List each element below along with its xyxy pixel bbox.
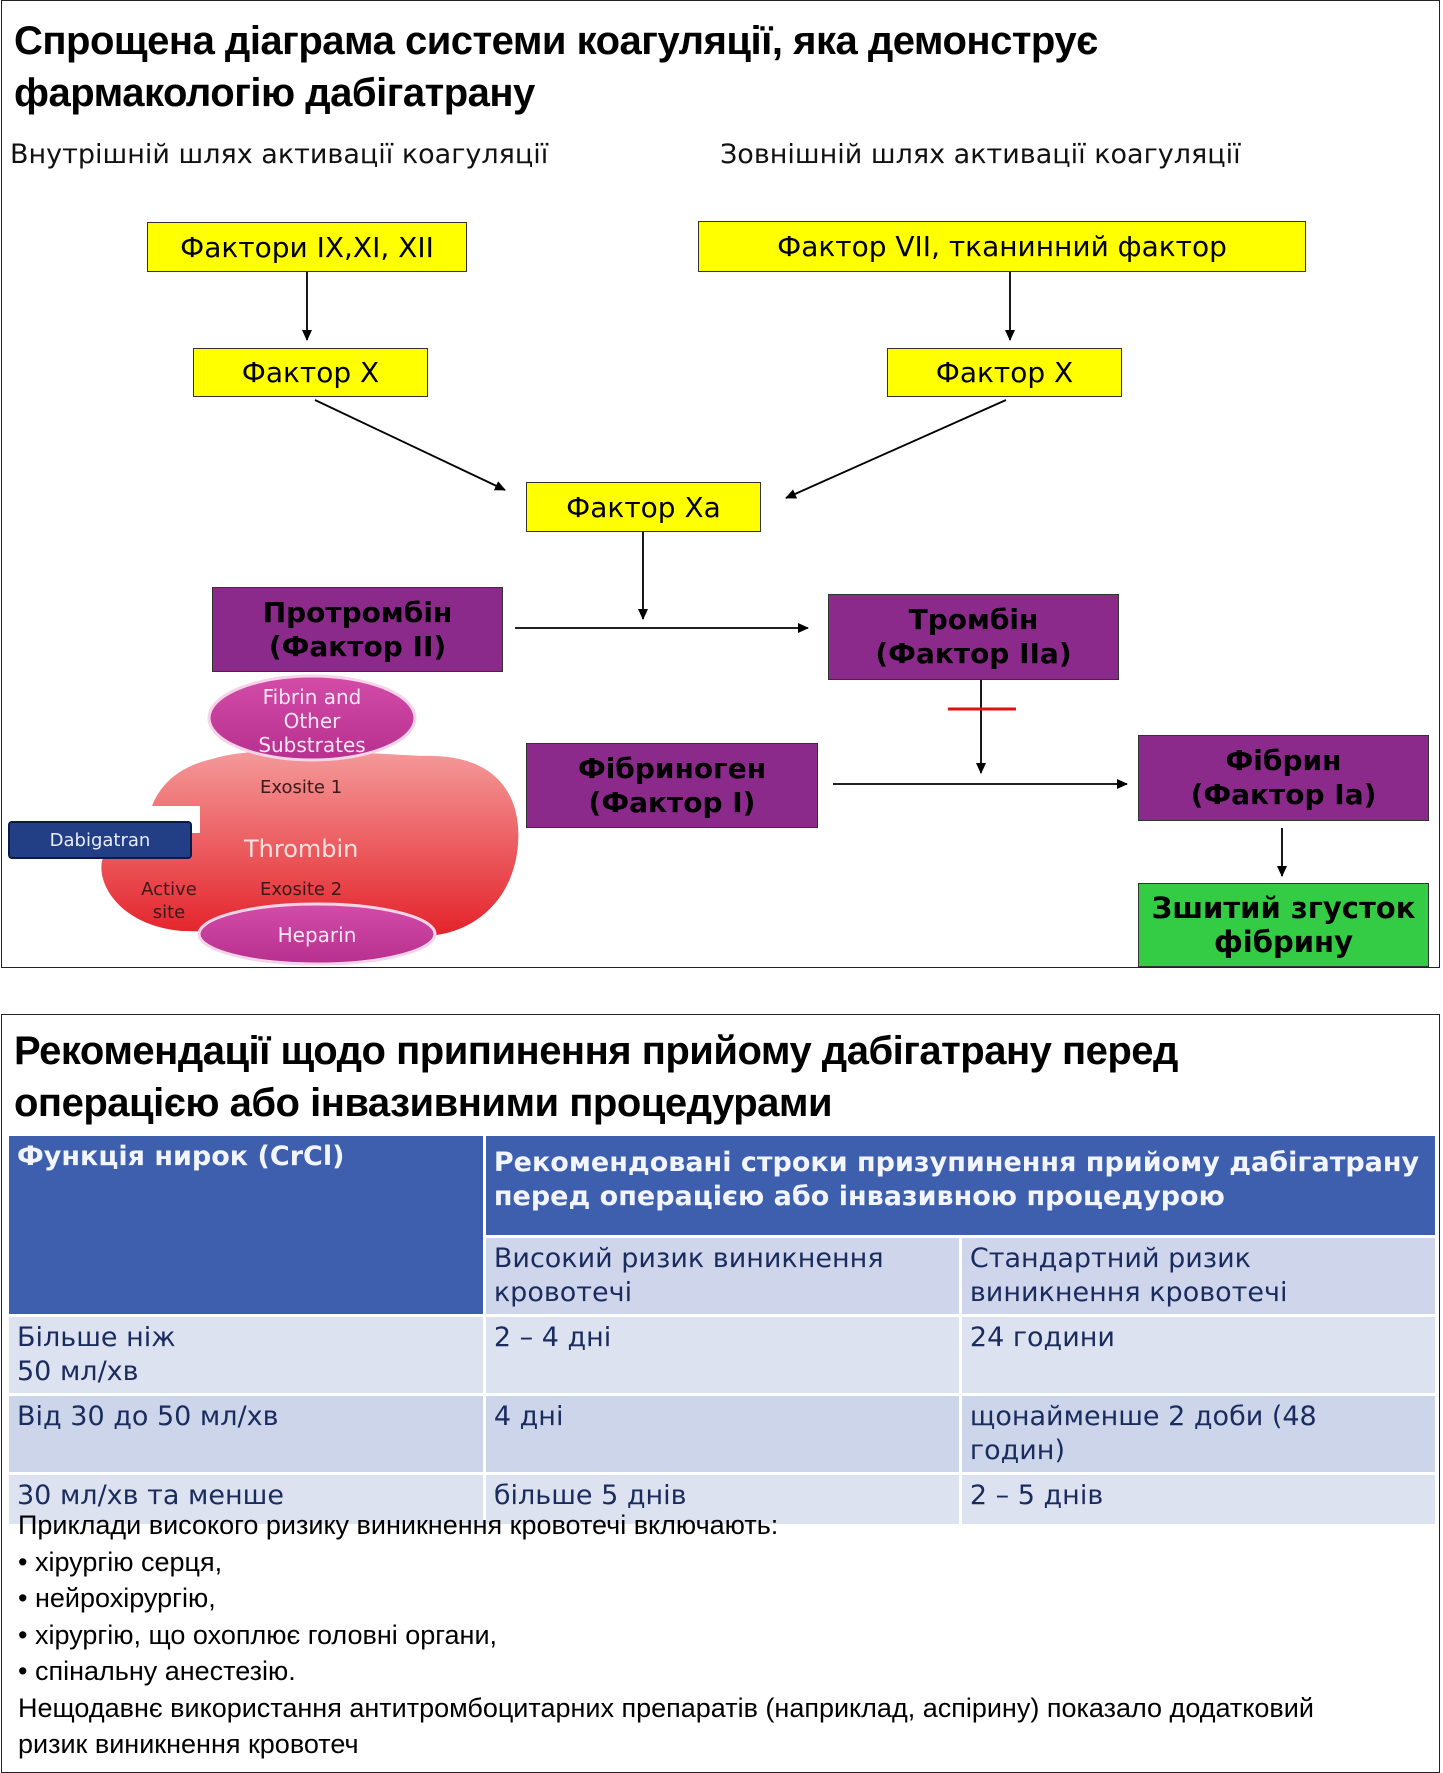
table-row: 30 мл/хв та менше більше 5 днів 2 – 5 дн…: [6, 1472, 1439, 1527]
arrow-x-right-to-xa: [785, 399, 1007, 499]
prothrombin-line1: Протромбін: [262, 595, 453, 629]
diagram-title-line2: фармакологію дабігатрану: [14, 71, 535, 115]
notes-item: • нейрохірургію,: [18, 1583, 216, 1613]
notes-intro: Приклади високого ризику виникнення кров…: [18, 1510, 779, 1540]
standard-risk-cell: 24 години: [958, 1314, 1439, 1396]
factors-9-11-12-box: Фактори IX,XI, XII: [147, 222, 467, 272]
notes-item: • спінальну анестезію.: [18, 1656, 296, 1686]
fibrinogen-line2: (Фактор I): [588, 785, 756, 819]
thrombin-body: [101, 750, 519, 936]
prothrombin-box: Протромбін (Фактор II): [212, 587, 503, 672]
crcl-cell: Від 30 до 50 мл/хв: [6, 1393, 486, 1475]
pathway-arrows: [101, 272, 1287, 966]
thrombin-box: Тромбін (Фактор IIa): [828, 594, 1119, 680]
thrombin-illustration-label: Thrombin: [244, 835, 359, 863]
crosslinked-clot-box: Зшитий згусток фібрину: [1138, 883, 1429, 967]
recommendations-title-line2: операцією або інвазивними процедурами: [14, 1081, 833, 1125]
heparin-site: [197, 902, 437, 966]
exosite1-label: Exosite 1: [260, 777, 343, 798]
recommendations-table: Функція нирок (CrCl) Рекомендовані строк…: [6, 1133, 1439, 1527]
clot-line2: фібрину: [1214, 925, 1353, 959]
table-row: Від 30 до 50 мл/хв 4 дні щонайменше 2 до…: [6, 1393, 1439, 1475]
heparin-label: Heparin: [277, 923, 357, 947]
high-risk-cell: 2 – 4 дні: [482, 1314, 962, 1396]
dabigatran-label: Dabigatran: [8, 821, 192, 859]
fibrin-line1: Фібрин: [1225, 744, 1342, 777]
thrombin-line1: Тромбін: [908, 603, 1039, 636]
discontinuation-recommendations-panel: Рекомендації щодо припинення прийому даб…: [1, 1014, 1440, 1773]
notes-footer-line2: ризик виникнення кровотеч: [18, 1729, 359, 1759]
diagram-title-line1: Спрощена діаграма системи коагуляції, як…: [14, 19, 1098, 63]
factor-x-right-box: Фактор X: [887, 348, 1122, 397]
factor-7-tissue-box: Фактор VII, тканинний фактор: [698, 221, 1306, 272]
factor-xa-box: Фактор Xa: [526, 482, 761, 532]
exosite2-label: Exosite 2: [260, 879, 343, 900]
fibrin-box: Фібрин (Фактор Ia): [1138, 735, 1429, 821]
arrow-x-left-to-xa: [314, 399, 506, 491]
high-risk-cell: більше 5 днів: [482, 1472, 962, 1527]
notes-item: • хірургію, що охоплює головні органи,: [18, 1619, 498, 1650]
standard-risk-header: Стандартний ризик виникнення кровотечі: [958, 1235, 1439, 1317]
timing-header: Рекомендовані строки призупинення прийом…: [482, 1133, 1439, 1238]
recommendations-title-line1: Рекомендації щодо припинення прийому даб…: [14, 1029, 1178, 1073]
extrinsic-pathway-label: Зовнішній шлях активації коагуляції: [720, 139, 1241, 170]
thrombin-line2: (Фактор IIa): [875, 637, 1072, 670]
standard-risk-cell: 2 – 5 днів: [958, 1472, 1439, 1527]
notes-footer-line1: Нещодавнє використання антитромбоцитарни…: [18, 1692, 1314, 1723]
notes-item: • хірургію серця,: [18, 1546, 223, 1577]
prothrombin-line2: (Фактор II): [268, 629, 447, 663]
active-site-label: Active site: [141, 879, 197, 923]
fibrin-line2: (Фактор Ia): [1190, 778, 1377, 811]
factor-x-left-box: Фактор X: [193, 348, 428, 397]
renal-function-header: Функція нирок (CrCl): [6, 1133, 486, 1317]
fibrinogen-line1: Фібриноген: [577, 751, 767, 785]
fibrinogen-box: Фібриноген (Фактор I): [526, 743, 818, 828]
fibrin-substrates-label: Fibrin and Other Substrates: [258, 685, 366, 757]
bleeding-risk-notes: Приклади високого ризику виникнення кров…: [18, 1507, 1314, 1763]
coagulation-diagram-panel: Спрощена діаграма системи коагуляції, як…: [1, 0, 1440, 968]
fibrin-substrate-site: [207, 674, 417, 762]
high-risk-header: Високий ризик виникнення кровотечі: [482, 1235, 962, 1317]
high-risk-cell: 4 дні: [482, 1393, 962, 1475]
clot-line1: Зшитий згусток: [1151, 891, 1416, 925]
crcl-cell: 30 мл/хв та менше: [6, 1472, 486, 1527]
intrinsic-pathway-label: Внутрішній шлях активації коагуляції: [10, 139, 549, 170]
